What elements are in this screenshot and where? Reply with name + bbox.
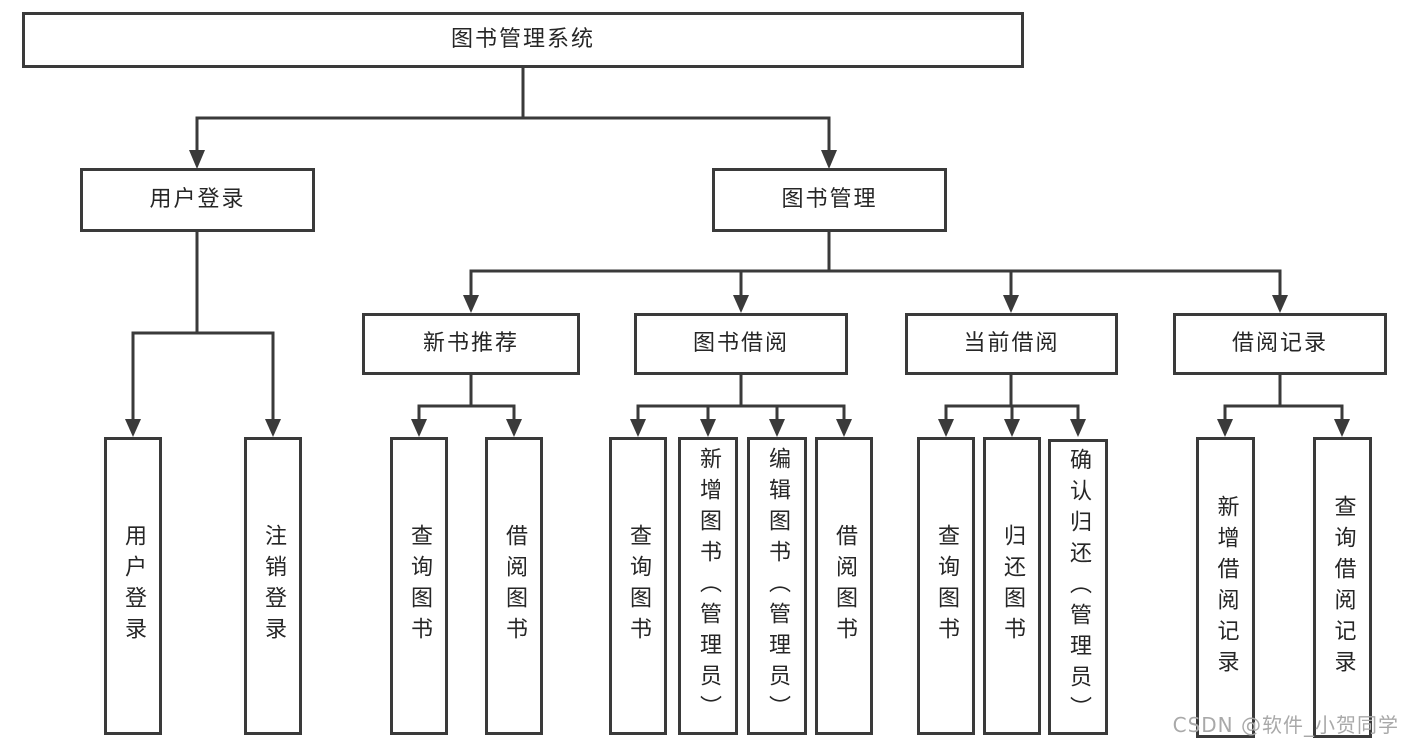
- node-label: 注销登录: [261, 524, 286, 648]
- node-current-borrowing: 当前借阅: [905, 313, 1118, 375]
- node-root: 图书管理系统: [22, 12, 1024, 68]
- node-label: 归还图书: [1000, 524, 1025, 648]
- node-label: 借阅图书: [502, 524, 527, 648]
- leaf-return-books: 归还图书: [983, 437, 1041, 735]
- node-label: 编辑图书（管理员）: [765, 446, 790, 726]
- leaf-add-books-admin: 新增图书（管理员）: [678, 437, 738, 735]
- leaf-query-borrow-record: 查询借阅记录: [1313, 437, 1372, 738]
- node-label: 图书借阅: [692, 331, 789, 356]
- node-label: 借阅图书: [832, 524, 857, 648]
- node-label: 查询图书: [934, 524, 959, 648]
- leaf-user-login: 用户登录: [104, 437, 162, 735]
- node-new-book-recommend: 新书推荐: [362, 313, 580, 375]
- leaf-borrow-books-1: 借阅图书: [485, 437, 543, 735]
- node-borrow-records: 借阅记录: [1173, 313, 1387, 375]
- node-book-management: 图书管理: [712, 168, 947, 232]
- node-label: 用户登录: [149, 187, 246, 212]
- leaf-confirm-return-admin: 确认归还（管理员）: [1048, 439, 1108, 735]
- node-label: 借阅记录: [1231, 331, 1328, 356]
- leaf-logout: 注销登录: [244, 437, 302, 735]
- node-user-login-group: 用户登录: [80, 168, 315, 232]
- node-label: 新书推荐: [422, 331, 519, 356]
- node-label: 查询图书: [407, 524, 432, 648]
- leaf-borrow-books-2: 借阅图书: [815, 437, 873, 735]
- node-label: 查询图书: [626, 524, 651, 648]
- leaf-query-books-3: 查询图书: [917, 437, 975, 735]
- node-label: 图书管理系统: [450, 27, 595, 52]
- node-label: 新增借阅记录: [1213, 494, 1239, 681]
- leaf-query-books-1: 查询图书: [390, 437, 448, 735]
- leaf-query-books-2: 查询图书: [609, 437, 667, 735]
- leaf-add-borrow-record: 新增借阅记录: [1196, 437, 1255, 738]
- csdn-watermark: CSDN @软件_小贺同学: [1172, 713, 1399, 737]
- node-label: 确认归还（管理员）: [1066, 447, 1091, 727]
- arrowheads: [125, 150, 1350, 437]
- node-label: 图书管理: [781, 187, 878, 212]
- node-label: 查询借阅记录: [1330, 494, 1356, 681]
- node-label: 当前借阅: [963, 331, 1060, 356]
- leaf-edit-books-admin: 编辑图书（管理员）: [747, 437, 807, 735]
- node-label: 用户登录: [121, 524, 146, 648]
- node-book-borrowing: 图书借阅: [634, 313, 848, 375]
- node-label: 新增图书（管理员）: [696, 446, 721, 726]
